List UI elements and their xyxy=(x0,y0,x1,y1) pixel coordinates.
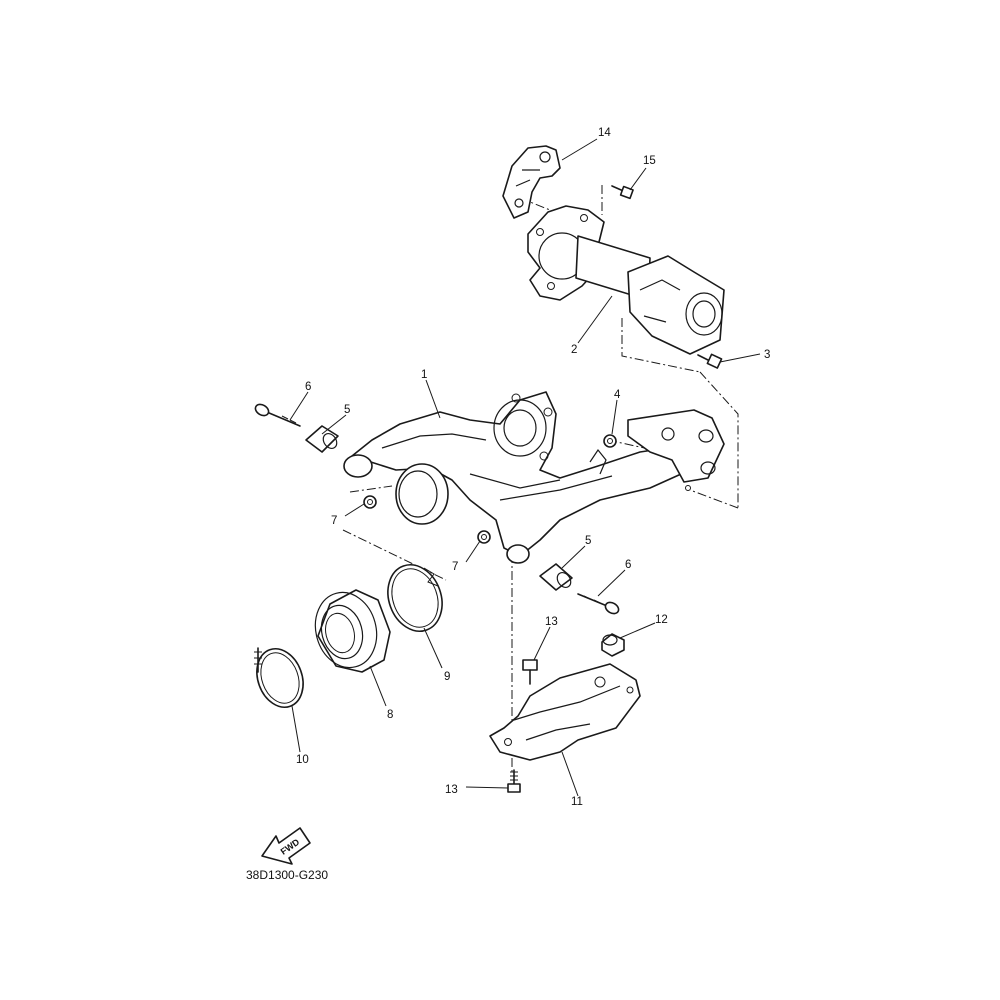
callout-15: 15 xyxy=(643,155,656,167)
bracket-part xyxy=(502,145,561,219)
callout-11: 11 xyxy=(571,796,583,808)
bolt-part-13-upper xyxy=(522,659,538,685)
bolt-part-13-lower xyxy=(507,769,521,793)
fwd-arrow-icon: FWD xyxy=(261,827,311,865)
callout-5-upper: 5 xyxy=(344,404,350,416)
callout-14: 14 xyxy=(598,127,611,139)
leader-lines xyxy=(289,138,761,797)
bolt-part-3 xyxy=(697,353,723,369)
callout-3: 3 xyxy=(764,349,770,361)
diagram-code: 38D1300-G230 xyxy=(246,868,328,882)
callout-6-upper: 6 xyxy=(305,381,311,393)
callout-13-lower: 13 xyxy=(445,784,458,796)
callout-7-lower: 7 xyxy=(452,561,458,573)
callout-6-lower: 6 xyxy=(625,559,631,571)
nut-part-7-lower xyxy=(477,530,491,544)
clamp-part-10 xyxy=(254,647,304,708)
callout-1: 1 xyxy=(421,369,427,381)
nut-part-7-left xyxy=(363,495,377,509)
bolt-part-6-lower xyxy=(577,593,620,615)
band-part-9 xyxy=(387,564,443,632)
callout-5-lower: 5 xyxy=(585,535,591,547)
bolt-part-6-upper xyxy=(254,403,301,427)
callout-7-left: 7 xyxy=(331,515,337,527)
rear-arm-part xyxy=(343,391,725,564)
callout-9: 9 xyxy=(444,671,450,683)
callout-13-upper: 13 xyxy=(545,616,558,628)
callout-12: 12 xyxy=(655,614,668,626)
boot-part-8 xyxy=(314,589,391,673)
callout-8: 8 xyxy=(387,709,393,721)
callout-2: 2 xyxy=(571,344,577,356)
callout-labels: 14 15 2 3 1 4 6 5 7 7 5 6 12 13 9 8 10 1… xyxy=(296,127,770,808)
damper-part-12 xyxy=(601,633,625,657)
axle-housing-part xyxy=(527,205,725,355)
guard-part-11 xyxy=(489,663,641,761)
collar-part-5-upper xyxy=(305,425,339,453)
bolt-part-15 xyxy=(611,185,634,200)
nut-part-4 xyxy=(603,434,617,448)
callout-4: 4 xyxy=(614,389,621,401)
collar-part-5-lower xyxy=(539,563,573,591)
callout-10: 10 xyxy=(296,754,309,766)
